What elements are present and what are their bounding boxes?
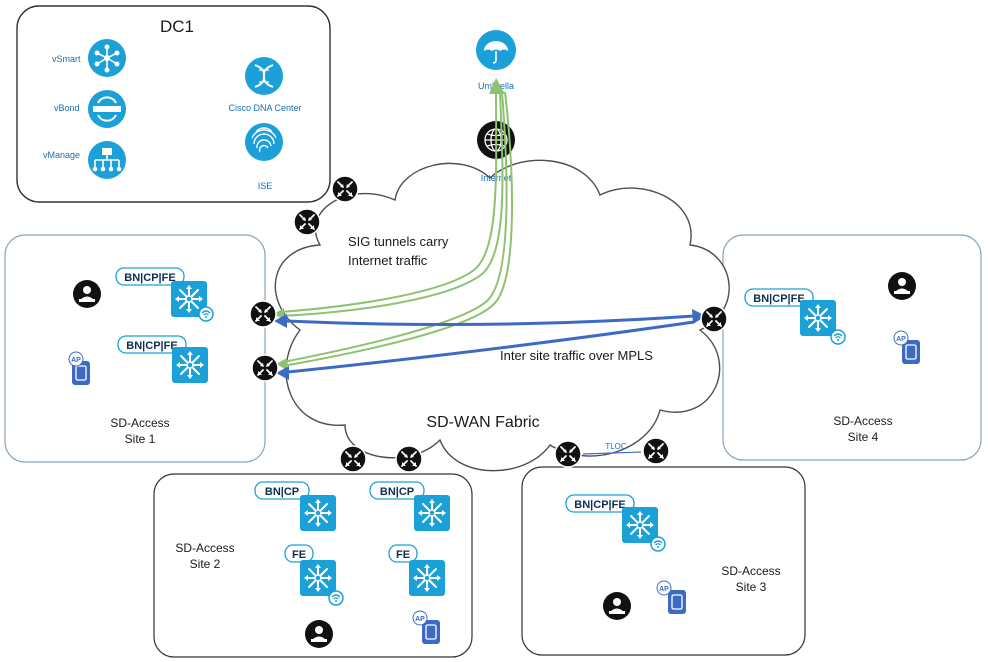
umbrella-icon <box>476 30 516 70</box>
wireless-icon <box>830 329 846 345</box>
site4-name-line2: Site 4 <box>848 430 879 444</box>
ap-badge <box>656 580 672 596</box>
wireless-icon <box>198 306 214 322</box>
mpls-arrowhead-left-top <box>274 314 287 328</box>
site1-tag-bottom <box>117 335 187 354</box>
sd-wan-fabric-cloud <box>274 159 730 472</box>
site3-box <box>521 466 806 656</box>
site2-tag-b-text: BN|CP <box>380 486 414 498</box>
router-icon <box>554 440 582 468</box>
vbond-icon <box>88 90 126 128</box>
fabric-title: SD-WAN Fabric <box>426 414 539 431</box>
site3-name-line1: SD-Access <box>721 564 780 578</box>
user-icon <box>888 272 916 300</box>
tunnel-arrowhead-umbrella <box>489 78 505 94</box>
sig-tunnels <box>279 91 513 367</box>
ap-badge <box>412 610 428 626</box>
intersite-text: Inter site traffic over MPLS <box>500 348 653 363</box>
site2-tag-d-text: FE <box>396 549 410 561</box>
router-icon <box>700 305 728 333</box>
dna-center-icon <box>245 57 283 95</box>
tunnel-arrowhead-site1-bottom <box>276 358 287 370</box>
mpls-arrowhead-left-bottom <box>276 366 289 380</box>
ise-label: ISE <box>258 181 273 191</box>
site1-name-line2: Site 1 <box>125 432 156 446</box>
ise-icon <box>245 123 283 161</box>
fabric-switch-icon <box>413 494 451 532</box>
user-icon <box>305 620 333 648</box>
ap-label: AP <box>659 586 669 593</box>
router-icon <box>249 300 277 328</box>
dc1-title: DC1 <box>160 17 194 36</box>
site2-name-line2: Site 2 <box>190 557 221 571</box>
sig-text-line2: Internet traffic <box>348 253 428 268</box>
fabric-switch-icon <box>171 346 209 384</box>
site4-tag-text: BN|CP|FE <box>753 293 804 305</box>
site2-tag-c-text: FE <box>292 549 306 561</box>
sig-text-line1: SIG tunnels carry <box>348 234 449 249</box>
vmanage-icon <box>88 141 126 179</box>
vbond-label: vBond <box>54 103 80 113</box>
site2-tag-b <box>369 481 425 500</box>
tloc-label: TLOC <box>605 442 627 451</box>
site2-tag-a-text: BN|CP <box>265 486 299 498</box>
site3-tag <box>565 494 635 513</box>
mpls-paths <box>285 314 695 374</box>
vmanage-label: vManage <box>43 150 80 160</box>
fabric-switch-icon <box>299 559 337 597</box>
fabric-switch-icon <box>299 494 337 532</box>
user-icon <box>603 592 631 620</box>
fabric-switch-icon <box>408 559 446 597</box>
wireless-icon <box>650 536 666 552</box>
site4-tag <box>744 288 814 307</box>
router-icon <box>395 445 423 473</box>
ap-badge <box>893 330 909 346</box>
router-icon <box>293 208 321 236</box>
tloc-link <box>582 451 642 455</box>
ap-badge <box>68 351 84 367</box>
router-icon <box>331 175 359 203</box>
router-icon <box>642 437 670 465</box>
wireless-icon <box>328 590 344 606</box>
ap-label: AP <box>896 336 906 343</box>
router-icon <box>339 445 367 473</box>
site1-tag-top <box>115 267 185 286</box>
site2-name-line1: SD-Access <box>175 541 234 555</box>
site1-tag-top-text: BN|CP|FE <box>124 272 175 284</box>
router-icon <box>251 354 279 382</box>
site4-name-line1: SD-Access <box>833 414 892 428</box>
dna-center-label: Cisco DNA Center <box>228 103 301 113</box>
vsmart-label: vSmart <box>52 54 81 64</box>
site1-tag-bottom-text: BN|CP|FE <box>126 340 177 352</box>
vsmart-icon <box>88 39 126 77</box>
access-point-icon <box>667 589 687 615</box>
site1-name-line1: SD-Access <box>110 416 169 430</box>
site2-tag-c <box>284 544 314 563</box>
ap-label: AP <box>415 616 425 623</box>
site2-tag-a <box>254 481 310 500</box>
fabric-switch-icon <box>621 506 659 544</box>
ap-label: AP <box>71 357 81 364</box>
site2-tag-d <box>388 544 418 563</box>
site3-name-line2: Site 3 <box>736 580 767 594</box>
mpls-arrowhead-right <box>692 309 706 324</box>
user-icon <box>73 280 101 308</box>
fabric-switch-icon <box>799 299 837 337</box>
site3-tag-text: BN|CP|FE <box>574 499 625 511</box>
